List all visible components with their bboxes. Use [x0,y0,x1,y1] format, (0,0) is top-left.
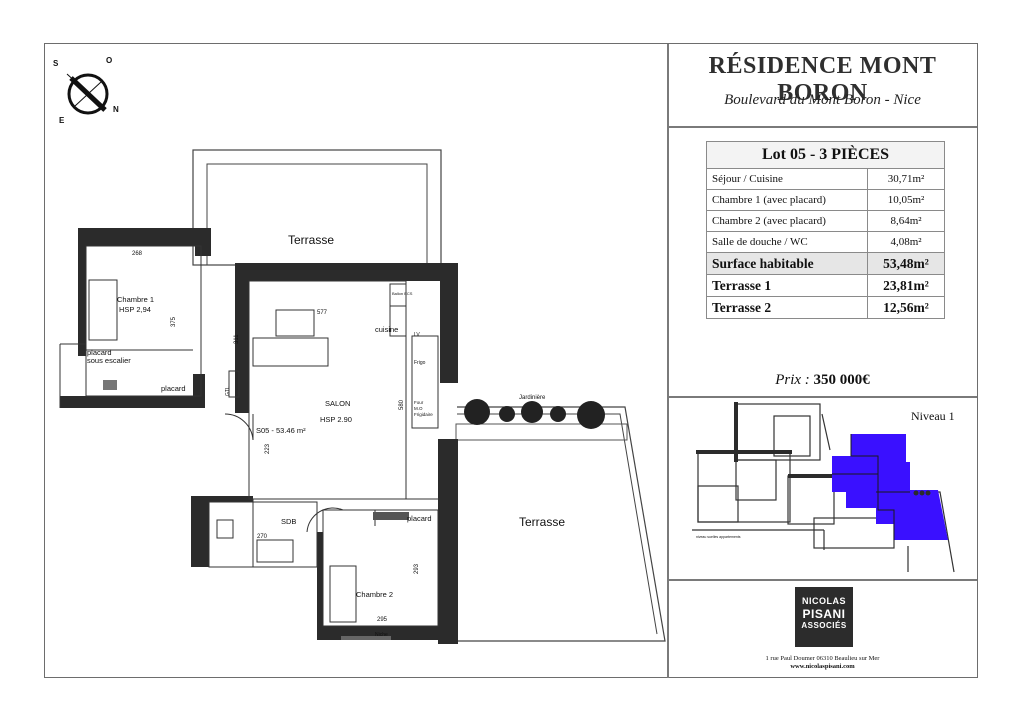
agency-logo: NICOLAS PISANI ASSOCIÉS [795,587,853,647]
chambre2-label: Chambre 2 [356,590,393,599]
lot-title: Lot 05 - 3 PIÈCES [706,141,945,169]
level-plan-caption: niveau suelles appartements [696,535,741,539]
separator-3 [668,579,977,581]
dim-223: 223 [265,443,271,454]
separator-1 [668,126,977,128]
compass-o: O [106,56,112,65]
floor-plan: S O E N Terrasse Terrasse Jardinière [53,56,666,644]
row-value: 8,64m² [867,210,945,232]
salon-h2: 580 [399,399,405,410]
interior-lines [59,245,440,627]
agency-address: 1 rue Paul Doumer 06310 Beaulieu sur Mer… [668,655,977,671]
four-l3: Frigidaire [414,412,433,417]
row-value: 30,71m² [867,168,945,190]
compass-e: E [59,116,65,125]
placard-escalier-1: placard [87,348,112,357]
row-label: Chambre 2 (avec placard) [706,210,868,232]
compass-n: N [113,105,119,114]
separator-2 [668,396,977,398]
chambre1-label: Chambre 1 [117,295,154,304]
chambre2-width: 295 [377,617,388,623]
level-plan: niveau suelles appartements [692,402,955,573]
page-title: RÉSIDENCE MONT BORON [708,53,937,106]
plants [464,399,605,429]
price: Prix : 350 000€ [668,372,977,389]
cuisine-label: cuisine [375,325,398,334]
website-link[interactable]: www.nicolaspisani.com [790,663,855,670]
price-value: 350 000€ [813,372,870,388]
chambre2-height: 293 [414,563,420,574]
salon-label: SALON [325,399,350,408]
furniture [88,279,439,623]
total-value: 23,81m² [867,274,945,297]
sdb-label: SDB [281,517,296,526]
address-line: 1 rue Paul Doumer 06310 Beaulieu sur Mer [765,655,880,662]
compass: S O E N [53,56,119,125]
placard1-label: placard [161,384,186,393]
chambre1-height: 375 [171,316,177,327]
row-value: 10,05m² [867,189,945,211]
chambre1-hsp: HSP 2,94 [119,305,151,314]
table-row: Chambre 2 (avec placard)8,64m² [706,210,945,232]
level-label: Niveau 1 [911,409,955,423]
terrace-top: Terrasse [192,149,442,266]
row-label: Séjour / Cuisine [706,168,868,190]
total-value: 12,56m² [867,296,945,319]
windows [97,236,409,640]
page-frame [44,43,978,678]
placard-escalier-2: sous escalier [87,356,131,365]
total-value: 53,48m² [867,252,945,275]
logo-line-1: NICOLAS [802,596,846,606]
ballon-label: Ballon ECS [392,291,413,296]
total-label: Terrasse 1 [706,274,868,297]
terrace-right-label: Terrasse [519,515,565,529]
lv-label: LV [414,332,420,338]
total-label: Surface habitable [706,252,868,275]
logo-line-2: PISANI [802,606,846,621]
terrace-right: Terrasse Jardinière [455,395,666,642]
compass-s: S [53,59,59,68]
chambre1-width: 268 [132,251,143,257]
logo-line-3: ASSOCIÉS [801,621,847,630]
page-subtitle: Boulevard du Mont Boron - Nice [724,92,921,108]
salon-h1: 311 [234,334,240,344]
gtl-label: GTL [225,386,231,396]
four-l2: M.O [414,406,423,411]
total-label: Terrasse 2 [706,296,868,319]
table-row: Chambre 1 (avec placard)10,05m² [706,189,945,211]
niche-label: Niche [375,632,388,638]
placard2-label: placard [407,514,432,523]
row-value: 4,08m² [867,231,945,253]
salon-width: 577 [317,310,328,316]
sdb-width: 270 [257,534,268,540]
lot-ref-label: S05 - 53.46 m² [256,426,306,435]
price-label: Prix : [775,372,810,388]
row-label: Chambre 1 (avec placard) [706,189,868,211]
row-label: Salle de douche / WC [706,231,868,253]
panel-divider [667,44,669,678]
jardiniere-label: Jardinière [519,395,546,401]
terrace-top-label: Terrasse [288,233,334,247]
frigo-label: Frigo [414,360,426,366]
salon-hsp: HSP 2.90 [320,415,352,424]
lot-highlight [832,434,948,540]
four-l1: Four [414,400,424,405]
